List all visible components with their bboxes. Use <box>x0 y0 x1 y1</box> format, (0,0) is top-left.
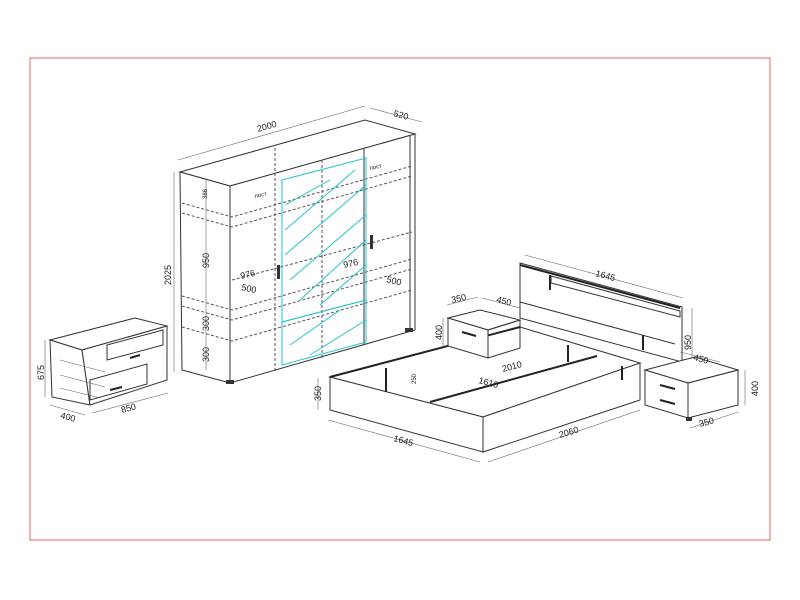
nightstand-left-depth-label: 450 <box>495 294 512 308</box>
mirror-door-lower <box>281 299 367 366</box>
nightstand-left-width-label: 350 <box>450 292 467 305</box>
right-inner-depth-label: 500 <box>386 274 403 287</box>
bed-frame-length-label: 2060 <box>558 424 580 439</box>
bed-frame-width-label: 1645 <box>392 433 414 448</box>
headboard-height-label: 950 <box>683 335 693 350</box>
left-inner-width-label: 976 <box>239 268 256 281</box>
nightstand-right <box>643 351 746 429</box>
nightstand-left-height-label: 400 <box>434 325 444 340</box>
bed <box>317 254 693 463</box>
rail-left-label: пост <box>254 191 268 199</box>
wardrobe <box>173 105 423 384</box>
wardrobe-height-label: 2025 <box>163 265 173 285</box>
chest-height-label: 675 <box>36 365 46 380</box>
drawing-border <box>29 57 771 541</box>
chest-depth-label: 400 <box>59 410 76 424</box>
door-handle <box>277 265 280 279</box>
chest-width-label: 850 <box>120 401 137 415</box>
nightstand-left <box>442 296 522 359</box>
nightstand-right-depth-label: 450 <box>692 352 709 366</box>
wardrobe-depth-label: 520 <box>392 108 409 122</box>
left-inner-depth-label: 500 <box>241 282 258 295</box>
shelf-300a-label: 300 <box>201 316 211 331</box>
headboard-width-label: 1645 <box>594 268 616 283</box>
rail-right-label: пост <box>369 163 383 171</box>
nightstand-right-width-label: 350 <box>698 415 715 429</box>
chest-of-drawers <box>44 317 169 416</box>
shelf-386-label: 386 <box>203 188 209 199</box>
right-inner-width-label: 976 <box>342 257 359 270</box>
bed-frame-front <box>482 362 641 453</box>
wardrobe-front <box>229 133 416 384</box>
nightstand-right-height-label: 400 <box>750 381 760 396</box>
chest-front <box>81 325 168 406</box>
support-height-label: 250 <box>412 373 418 384</box>
door-handle <box>370 235 373 249</box>
wardrobe-width-label: 2000 <box>256 119 278 134</box>
bed-frame-height-label: 350 <box>313 386 323 401</box>
shelf-950-label: 950 <box>201 253 211 268</box>
shelf-300b-label: 300 <box>201 347 211 362</box>
